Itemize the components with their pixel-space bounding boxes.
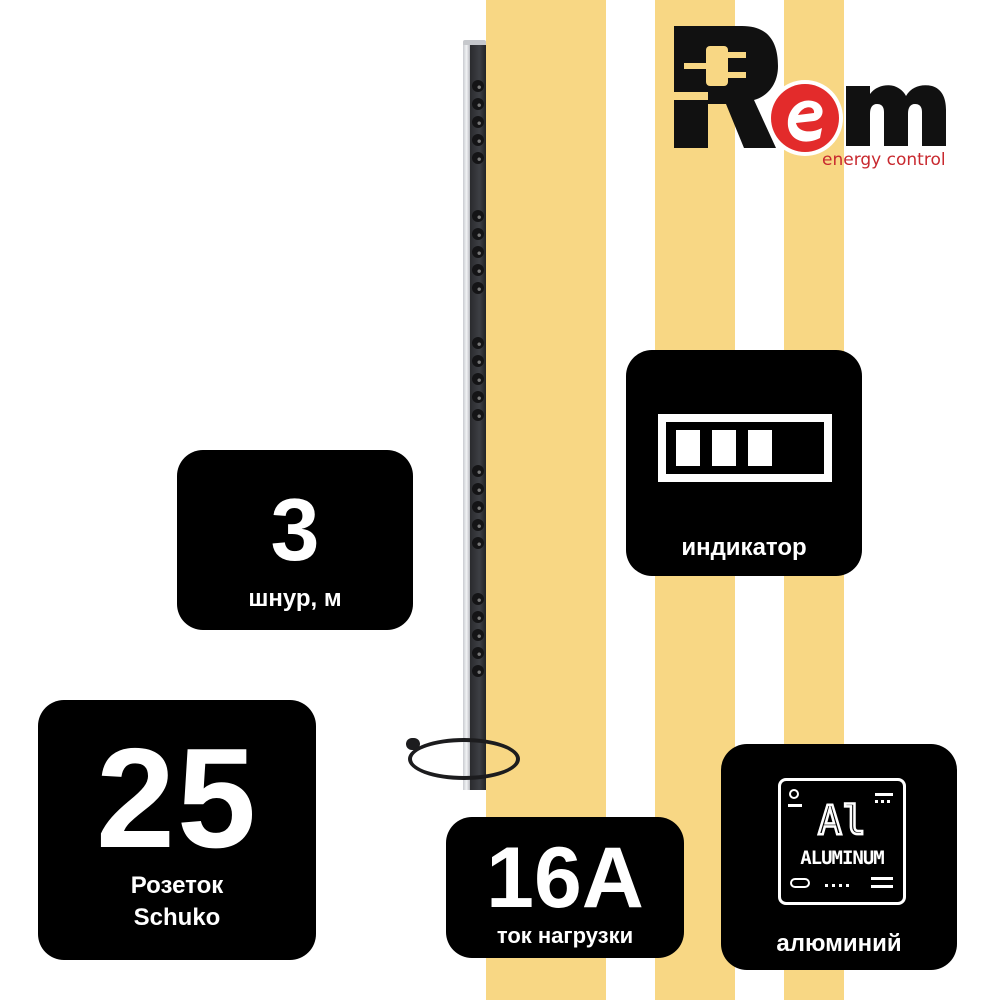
- feature-card-sockets: 25 Розеток Schuko: [38, 700, 316, 960]
- schuko-socket-icon: [472, 465, 484, 477]
- schuko-socket-icon: [472, 665, 484, 677]
- schuko-socket-icon: [472, 519, 484, 531]
- power-plug-icon: [406, 738, 420, 750]
- schuko-socket-icon: [472, 282, 484, 294]
- schuko-socket-icon: [472, 210, 484, 222]
- schuko-socket-icon: [472, 98, 484, 110]
- indicator-label: индикатор: [681, 534, 807, 561]
- feature-card-current: 16A ток нагрузки: [446, 817, 684, 958]
- schuko-socket-icon: [472, 264, 484, 276]
- schuko-socket-icon: [472, 501, 484, 513]
- schuko-socket-icon: [472, 483, 484, 495]
- element-symbol: Al: [817, 798, 868, 844]
- schuko-socket-icon: [472, 391, 484, 403]
- schuko-socket-icon: [472, 593, 484, 605]
- schuko-socket-icon: [472, 116, 484, 128]
- schuko-socket-icon: [472, 246, 484, 258]
- schuko-socket-icon: [472, 152, 484, 164]
- feature-card-material: Al ALUMINUM алюминий: [721, 744, 957, 970]
- material-label: алюминий: [776, 930, 902, 957]
- load-current-value: 16A: [486, 830, 644, 926]
- socket-type-label-1: Розеток: [130, 872, 224, 899]
- schuko-socket-icon: [472, 629, 484, 641]
- cord-length-label: шнур, м: [248, 585, 342, 612]
- schuko-socket-icon: [472, 537, 484, 549]
- brand-logo: energy control: [670, 22, 955, 182]
- power-cable-coil: [408, 738, 520, 780]
- battery-level-icon: [658, 414, 832, 482]
- pdu-product-image: [463, 40, 486, 790]
- cord-length-value: 3: [270, 480, 320, 579]
- load-current-label: ток нагрузки: [496, 923, 634, 948]
- pdu-top-cap: [463, 40, 486, 48]
- socket-type-label-2: Schuko: [133, 904, 221, 931]
- pdu-aluminum-rail: [463, 45, 470, 790]
- schuko-socket-icon: [472, 355, 484, 367]
- socket-count-value: 25: [96, 719, 258, 878]
- schuko-socket-icon: [472, 409, 484, 421]
- schuko-socket-icon: [472, 337, 484, 349]
- schuko-socket-icon: [472, 80, 484, 92]
- schuko-socket-icon: [472, 373, 484, 385]
- element-name: ALUMINUM: [800, 847, 885, 869]
- aluminum-element-icon: Al ALUMINUM: [778, 778, 906, 905]
- schuko-socket-icon: [472, 134, 484, 146]
- feature-card-indicator: индикатор: [626, 350, 862, 576]
- schuko-socket-icon: [472, 647, 484, 659]
- schuko-socket-icon: [472, 228, 484, 240]
- feature-card-cord-length: 3 шнур, м: [177, 450, 413, 630]
- schuko-socket-icon: [472, 611, 484, 623]
- brand-tagline: energy control: [822, 150, 946, 170]
- rem-logo-icon: [674, 26, 946, 156]
